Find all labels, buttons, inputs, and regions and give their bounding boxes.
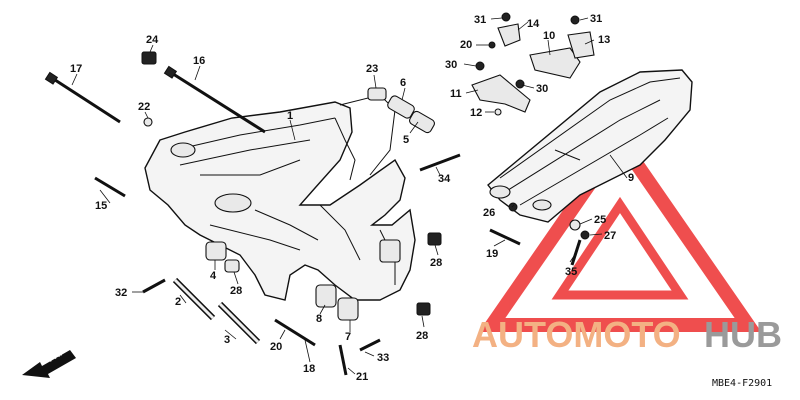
part-label-25: 25 [594, 214, 606, 226]
part-label-28a: 28 [430, 257, 442, 269]
part-label-30a: 30 [445, 59, 457, 71]
part-label-18: 18 [303, 363, 315, 375]
part-labels: 1 2 3 4 5 6 7 8 9 10 11 12 13 14 15 16 1… [70, 13, 634, 383]
watermark-text-part2: HUB [704, 314, 782, 355]
part-label-31b: 31 [590, 13, 602, 25]
part-label-9: 9 [628, 172, 634, 184]
part-label-19: 19 [486, 248, 498, 260]
part-label-32: 32 [115, 287, 127, 299]
part-label-14: 14 [527, 18, 540, 30]
part-label-15: 15 [95, 200, 107, 212]
part-label-5: 5 [403, 134, 409, 146]
part-label-20a: 20 [270, 341, 282, 353]
part-label-22: 22 [138, 101, 150, 113]
part-label-30b: 30 [536, 83, 548, 95]
front-direction-arrow: FR. [22, 348, 76, 378]
rear-subframe [487, 69, 693, 223]
leader-lines [71, 17, 628, 375]
part-label-31a: 31 [474, 14, 486, 26]
part-label-23: 23 [366, 63, 378, 75]
part-label-16: 16 [193, 55, 205, 67]
part-label-7: 7 [345, 331, 351, 343]
part-label-28b: 28 [230, 285, 242, 297]
part-label-27: 27 [604, 230, 616, 242]
part-label-6: 6 [400, 77, 406, 89]
part-label-17: 17 [70, 63, 82, 75]
part-label-13: 13 [598, 34, 610, 46]
part-label-24: 24 [146, 34, 159, 46]
main-frame [144, 94, 416, 301]
part-label-1: 1 [287, 110, 293, 122]
part-label-11: 11 [450, 88, 462, 100]
rear-brackets [471, 23, 595, 113]
part-label-28c: 28 [416, 330, 428, 342]
part-label-4: 4 [210, 270, 217, 282]
part-label-21: 21 [356, 371, 368, 383]
diagram-code: MBE4-F2901 [712, 378, 772, 389]
part-label-2: 2 [175, 296, 181, 308]
watermark-logo [478, 127, 762, 332]
part-label-34: 34 [438, 173, 451, 185]
part-label-20b: 20 [460, 39, 472, 51]
part-label-3: 3 [224, 334, 230, 346]
part-label-35: 35 [565, 266, 577, 278]
watermark-text: AUTOMOTO HUB [472, 314, 782, 355]
part-label-12: 12 [470, 107, 482, 119]
part-label-33: 33 [377, 352, 389, 364]
hardware-parts [44, 12, 590, 376]
watermark-text-part1: AUTOMOTO [472, 314, 681, 355]
part-label-26: 26 [483, 207, 495, 219]
part-label-10: 10 [543, 30, 555, 42]
part-label-8: 8 [316, 313, 322, 325]
